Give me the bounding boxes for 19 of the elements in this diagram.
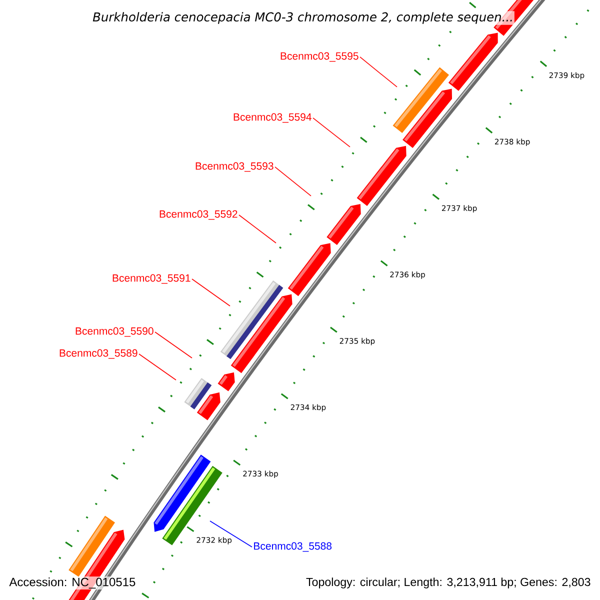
accession-text: Accession: NC_010515	[8, 576, 137, 590]
leader-line	[210, 520, 252, 548]
gene-label: Bcenmc03_5593	[196, 162, 274, 172]
gene-label: Bcenmc03_5595	[280, 52, 358, 62]
gene-label: Bcenmc03_5594	[234, 113, 312, 123]
gene-label: Bcenmc03_5589	[60, 349, 138, 359]
leader-line	[360, 56, 398, 88]
leader-line	[274, 166, 312, 196]
leader-line	[192, 278, 230, 306]
summary-text: Topology: circular; Length: 3,213,911 bp; Genes: 2,803	[304, 576, 592, 590]
leader-line	[238, 214, 276, 244]
gene-label: Bcenmc03_5592	[160, 210, 238, 220]
leader-line	[312, 118, 350, 148]
leader-line	[154, 332, 192, 358]
leader-line	[138, 354, 176, 380]
title: Burkholderia cenocepacia MC0-3 chromosome 2, complete sequen...	[92, 11, 514, 25]
gene-label: Bcenmc03_5591	[112, 274, 190, 284]
gene-label: Bcenmc03_5588	[254, 542, 332, 552]
gene-label: Bcenmc03_5590	[76, 327, 154, 337]
